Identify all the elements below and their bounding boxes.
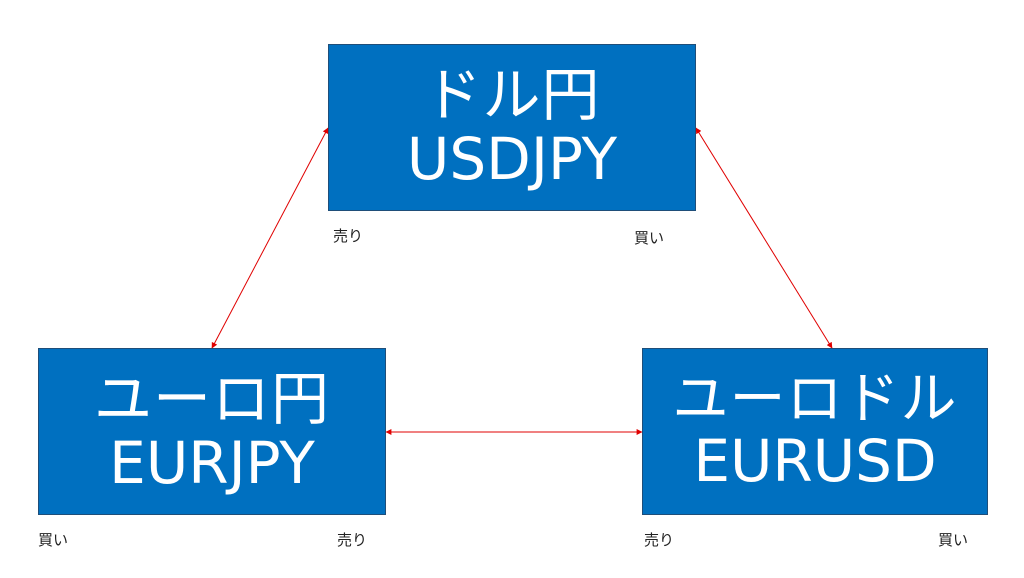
eurusd-left-label: 売り (644, 531, 675, 549)
arrow-usdjpy-eurusd (695, 127, 833, 349)
node-eurusd-jp-label: ユーロドル (672, 366, 958, 432)
usdjpy-left-label: 売り (333, 227, 364, 245)
node-eurjpy-jp-label: ユーロ円 (93, 364, 330, 433)
usdjpy-right-label: 買い (634, 229, 665, 247)
eurusd-right-label: 買い (938, 531, 969, 549)
node-eurusd: ユーロドル EURUSD (642, 348, 988, 515)
node-usdjpy: ドル円 USDJPY (328, 44, 696, 211)
node-eurjpy: ユーロ円 EURJPY (38, 348, 386, 515)
node-eurusd-en-label: EURUSD (693, 427, 937, 496)
arrow-usdjpy-eurjpy (211, 127, 329, 349)
eurjpy-left-label: 買い (38, 531, 69, 549)
node-usdjpy-jp-label: ドル円 (423, 60, 601, 129)
eurjpy-right-label: 売り (337, 531, 368, 549)
node-eurjpy-en-label: EURJPY (109, 428, 315, 497)
node-usdjpy-en-label: USDJPY (406, 124, 618, 193)
